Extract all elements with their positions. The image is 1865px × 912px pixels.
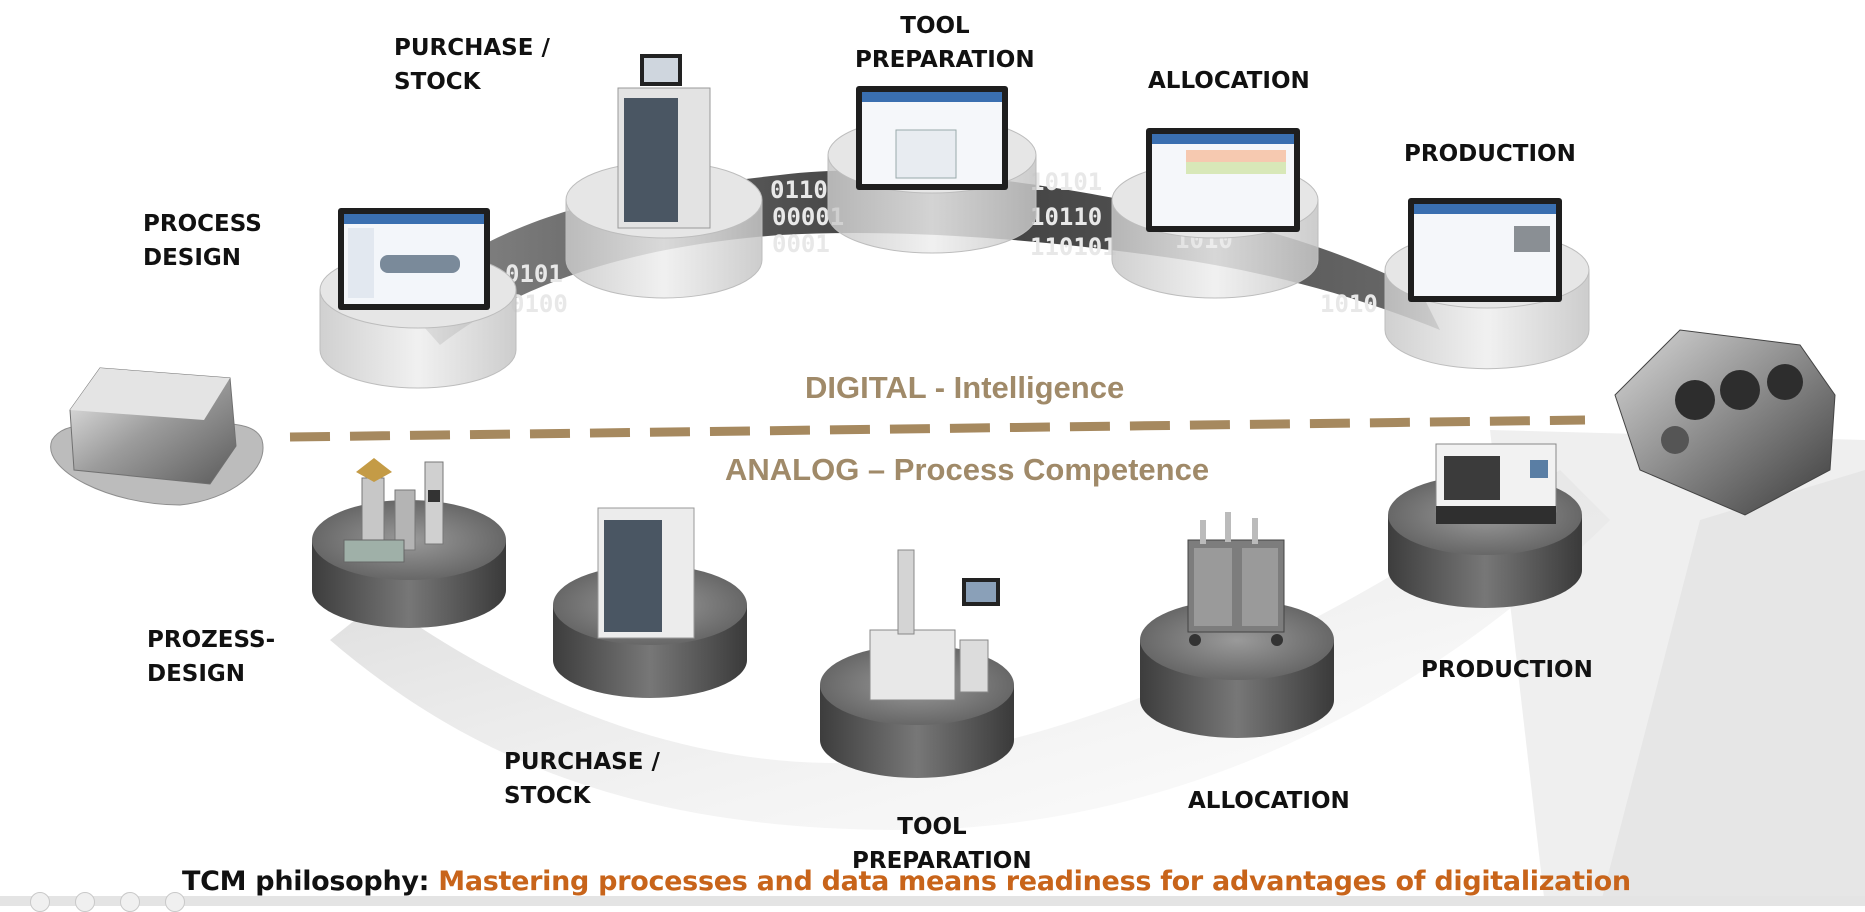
- background-shading: [1490, 430, 1865, 906]
- label-line: TOOL: [897, 814, 967, 840]
- binary-digits: 0001: [772, 230, 830, 258]
- digital-label-purchase-stock: PURCHASE / STOCK: [394, 31, 550, 99]
- digital-analog-divider: [289, 415, 1586, 442]
- tool-holders-icon: [343, 458, 444, 563]
- label-line: PROCESS: [143, 211, 262, 237]
- binary-digits: 0100: [510, 290, 568, 318]
- binary-digits: 110101: [1030, 233, 1117, 261]
- label-line: PURCHASE /: [504, 749, 660, 775]
- digital-intelligence-caption: DIGITAL - Intelligence: [805, 370, 1125, 405]
- digital-label-production: PRODUCTION: [1404, 141, 1576, 167]
- digital-label-tool-preparation: TOOL PREPARATION: [855, 9, 1035, 77]
- digital-label-process-design: PROCESS DESIGN: [143, 207, 262, 275]
- monitor-icon: [856, 86, 1008, 190]
- analog-label-production: PRODUCTION: [1421, 657, 1593, 683]
- pen-icon[interactable]: [120, 892, 140, 912]
- analog-label-purchase-stock: PURCHASE / STOCK: [504, 745, 660, 813]
- label-line: PREPARATION: [855, 47, 1035, 73]
- analog-shadow-trail: [330, 470, 1610, 830]
- label-line: DESIGN: [147, 661, 246, 687]
- storage-cabinet-icon: [597, 507, 695, 639]
- label-line: STOCK: [504, 783, 591, 809]
- binary-digits: 1010: [1320, 290, 1378, 318]
- raw-block-icon: [50, 367, 264, 506]
- monitor-icon: [338, 208, 490, 310]
- storage-cabinet-icon: [617, 54, 711, 229]
- label-line: DESIGN: [143, 245, 242, 271]
- footer-prefix: TCM philosophy:: [182, 866, 439, 897]
- digital-devices: [338, 54, 1562, 310]
- label-line: PROZESS-: [147, 627, 276, 653]
- footer-message: Mastering processes and data means readi…: [438, 866, 1631, 897]
- engine-block-icon: [1614, 329, 1836, 516]
- next-icon[interactable]: [75, 892, 95, 912]
- digital-label-allocation: ALLOCATION: [1148, 68, 1310, 94]
- analog-label-allocation: ALLOCATION: [1188, 788, 1350, 814]
- label-line: STOCK: [394, 69, 481, 95]
- slides-icon[interactable]: [165, 892, 185, 912]
- monitor-icon: [1146, 128, 1300, 232]
- label-line: TOOL: [900, 13, 970, 39]
- analog-label-tool-preparation: TOOL PREPARATION: [852, 810, 1032, 878]
- binary-digits: 10110: [1030, 203, 1102, 231]
- label-line: PREPARATION: [852, 848, 1032, 874]
- analog-label-process-design: PROZESS- DESIGN: [147, 623, 275, 691]
- previous-icon[interactable]: [30, 892, 50, 912]
- slideshow-toolbar: [0, 892, 1865, 912]
- cnc-machine-icon: [1435, 443, 1557, 524]
- monitor-icon: [1408, 198, 1562, 302]
- presetter-machine-icon: [869, 549, 1000, 701]
- binary-digits: 0110: [770, 176, 828, 204]
- binary-digits: 10101: [1030, 168, 1102, 196]
- label-line: PURCHASE /: [394, 35, 550, 61]
- tool-trolley-icon: [1187, 512, 1285, 646]
- footer-tagline: TCM philosophy: Mastering processes and …: [182, 866, 1631, 897]
- analog-competence-caption: ANALOG – Process Competence: [725, 452, 1210, 487]
